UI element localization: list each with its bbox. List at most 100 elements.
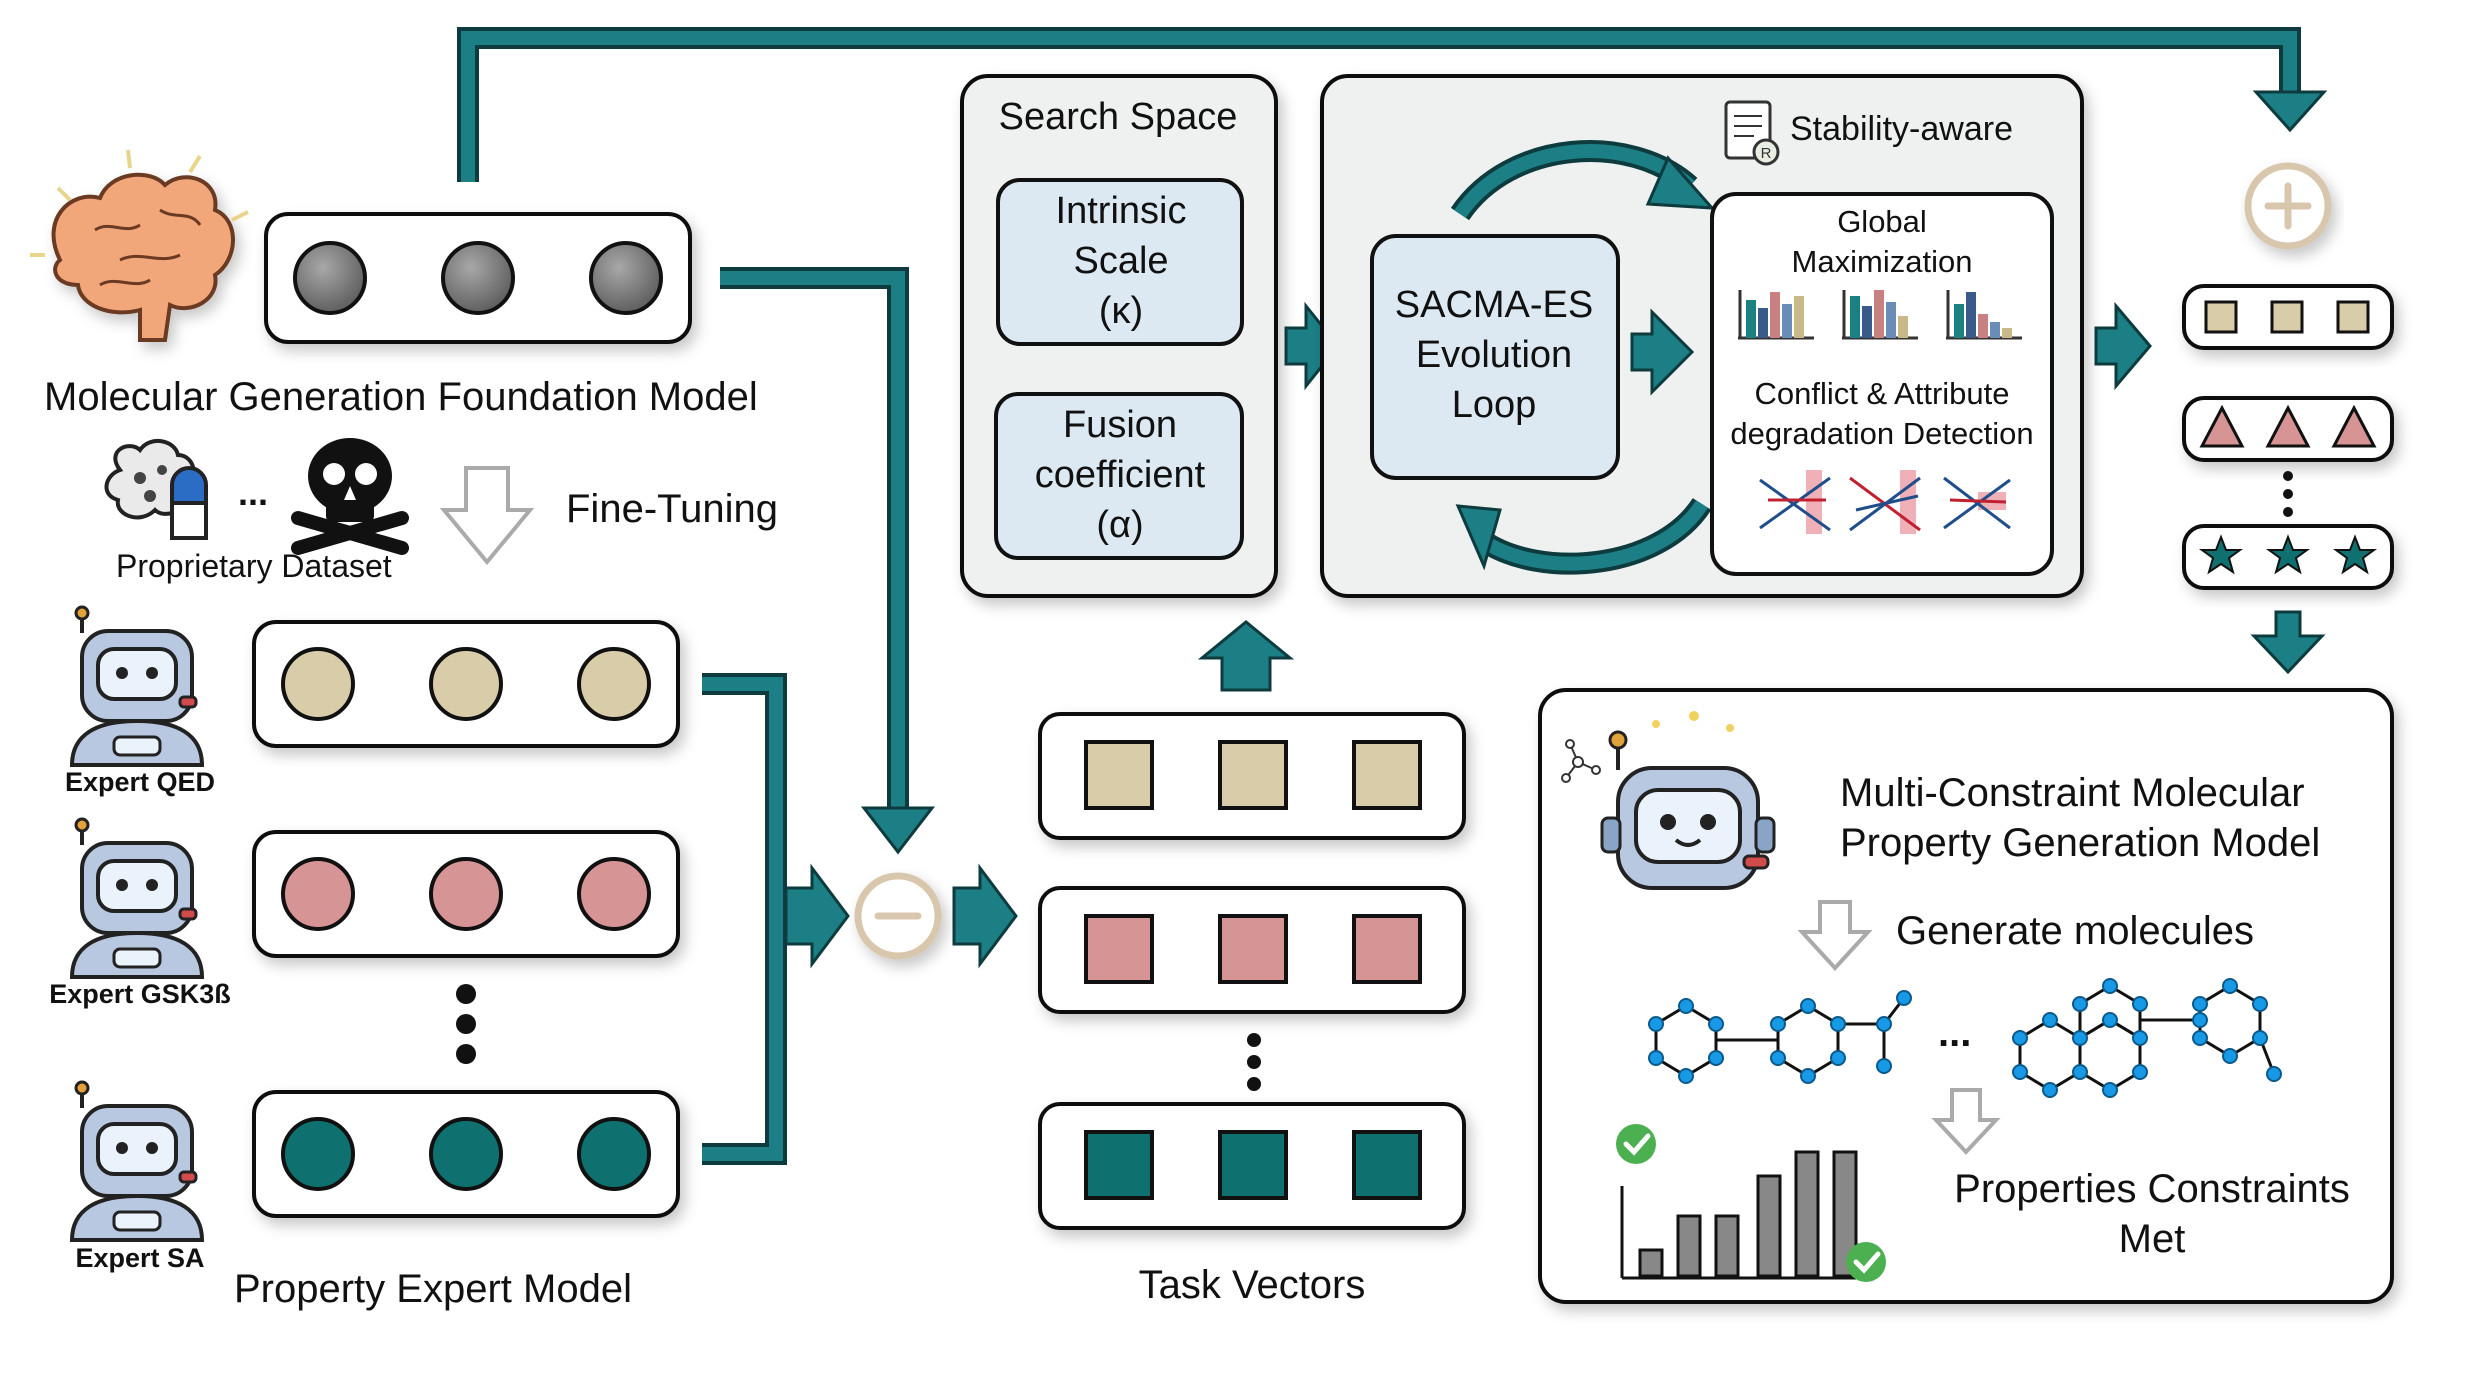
foundation-node xyxy=(441,241,515,315)
molecule-ellipsis: ... xyxy=(1938,1011,1972,1055)
intrinsic-scale-box xyxy=(996,178,1244,346)
foundation-to-subtract-arrow xyxy=(720,267,909,810)
stability-aware-label: Stability-aware xyxy=(1790,110,2013,148)
fine-tuning-down-arrow-icon xyxy=(439,466,535,566)
foundation-model-label: Molecular Generation Foundation Model xyxy=(44,375,758,419)
detection-box xyxy=(1710,192,2054,576)
robot-icon xyxy=(69,817,205,979)
merged-triangle xyxy=(2199,404,2245,448)
svg-text:R: R xyxy=(1761,145,1772,162)
add-operator-icon xyxy=(2244,162,2332,250)
molecule-atoms xyxy=(1648,990,1912,1084)
expert-sa-node xyxy=(577,1117,651,1191)
merged-triangle xyxy=(2331,404,2377,448)
evolution-to-output-arrow xyxy=(2094,301,2152,391)
property-expert-label: Property Expert Model xyxy=(234,1267,632,1311)
top-arrow-head xyxy=(2252,90,2328,133)
expert-ellipsis-dots xyxy=(456,984,476,1064)
expert-sa-node xyxy=(281,1117,355,1191)
constraints-down-arrow-icon xyxy=(1931,1088,2001,1155)
subtract-arrow-head xyxy=(860,806,936,855)
conflict-detection-line1: Conflict & Attribute xyxy=(1754,376,2010,411)
task-vector-square xyxy=(1084,1130,1154,1200)
check-icon xyxy=(1616,1124,1656,1164)
final-model-title-line2: Property Generation Model xyxy=(1840,821,2321,865)
skull-icon xyxy=(291,438,409,555)
robot-icon xyxy=(69,605,205,767)
expert-sa-label: Expert SA xyxy=(75,1243,205,1273)
foundation-node xyxy=(293,241,367,315)
expert-gsk3b-node xyxy=(281,857,355,931)
sacma-loop-line2: Evolution xyxy=(1415,334,1573,376)
constraints-met-line2: Met xyxy=(2118,1217,2186,1261)
sacma-loop-line3: Loop xyxy=(1451,384,1537,426)
expert-gsk3b-node xyxy=(429,857,503,931)
cycle-arrow-top-head xyxy=(1645,155,1716,210)
expert-sa-node xyxy=(429,1117,503,1191)
experts-bracket-connector xyxy=(702,673,787,1165)
expert-qed-node xyxy=(429,647,503,721)
generate-down-arrow-icon xyxy=(1797,900,1873,971)
top-connector-arrow xyxy=(457,27,2301,182)
subtract-operator-icon xyxy=(854,872,942,960)
dataset-ellipsis: ... xyxy=(238,472,269,513)
mini-bar-chart xyxy=(1946,290,2022,340)
task-vector-ellipsis-dots xyxy=(1247,1033,1261,1091)
expert-qed-node xyxy=(577,647,651,721)
task-vector-square xyxy=(1352,1130,1422,1200)
merged-star xyxy=(2332,534,2378,575)
fusion-coefficient-line1: Fusion xyxy=(1062,404,1178,446)
expert-gsk3b-node xyxy=(577,857,651,931)
subtract-to-task-vectors-arrow xyxy=(952,863,1018,969)
brain-glow-lines xyxy=(30,149,249,257)
global-max-line2: Maximization xyxy=(1791,244,1973,279)
expert-qed-node xyxy=(281,647,355,721)
generate-molecules-label: Generate molecules xyxy=(1896,909,2254,953)
brain-icon xyxy=(51,172,235,342)
task-vector-square xyxy=(1218,740,1288,810)
global-max-line1: Global xyxy=(1837,204,1927,239)
intrinsic-scale-line3: (κ) xyxy=(1098,290,1144,332)
merged-to-final-arrow xyxy=(2250,610,2326,675)
task-vectors-label: Task Vectors xyxy=(1138,1263,1366,1307)
document-icon: R xyxy=(1724,100,1780,166)
molecule-atoms xyxy=(2012,978,2282,1098)
merged-square xyxy=(2270,300,2304,334)
conflict-lines-icon xyxy=(1849,470,1921,534)
intrinsic-scale-line2: Scale xyxy=(1073,240,1169,282)
properties-bar-chart xyxy=(1620,1150,1858,1280)
task-vector-square xyxy=(1218,914,1288,984)
task-vector-square xyxy=(1352,914,1422,984)
final-model-title-line1: Multi-Constraint Molecular xyxy=(1840,771,2305,815)
expert-gsk3b-label: Expert GSK3ß xyxy=(49,979,231,1009)
task-vectors-up-arrow xyxy=(1197,620,1295,692)
task-vector-square xyxy=(1084,740,1154,810)
fusion-coefficient-line2: coefficient xyxy=(1034,454,1206,496)
fusion-coefficient-line3: (α) xyxy=(1096,504,1144,546)
merged-star xyxy=(2198,534,2244,575)
cycle-arrow-bottom-head xyxy=(1455,504,1502,571)
task-vector-square xyxy=(1352,740,1422,810)
constraints-met-line1: Properties Constraints xyxy=(1954,1167,2350,1211)
mini-bar-chart xyxy=(1738,290,1814,340)
merged-square xyxy=(2336,300,2370,334)
dataset-label: Proprietary Dataset xyxy=(116,548,392,584)
molecule-dataset-icon xyxy=(104,439,208,540)
intrinsic-scale-line1: Intrinsic xyxy=(1055,190,1187,232)
fusion-coefficient-box xyxy=(994,392,1244,560)
sacma-es-loop-box xyxy=(1370,234,1620,480)
expert-qed-label: Expert QED xyxy=(64,767,216,797)
conflict-lines-icon xyxy=(1943,476,2011,530)
merged-ellipsis-dots xyxy=(2283,471,2293,517)
robot-icon xyxy=(69,1080,205,1242)
merged-square xyxy=(2204,300,2238,334)
foundation-node xyxy=(589,241,663,315)
mini-bar-chart xyxy=(1842,290,1918,340)
merged-triangle xyxy=(2265,404,2311,448)
loop-to-detection-arrow xyxy=(1630,308,1695,396)
cycle-arrow-bottom xyxy=(1475,497,1712,575)
sacma-loop-line1: SACMA-ES xyxy=(1394,284,1594,326)
conflict-lines-icon xyxy=(1759,470,1831,534)
robot-icon xyxy=(1600,711,1776,890)
